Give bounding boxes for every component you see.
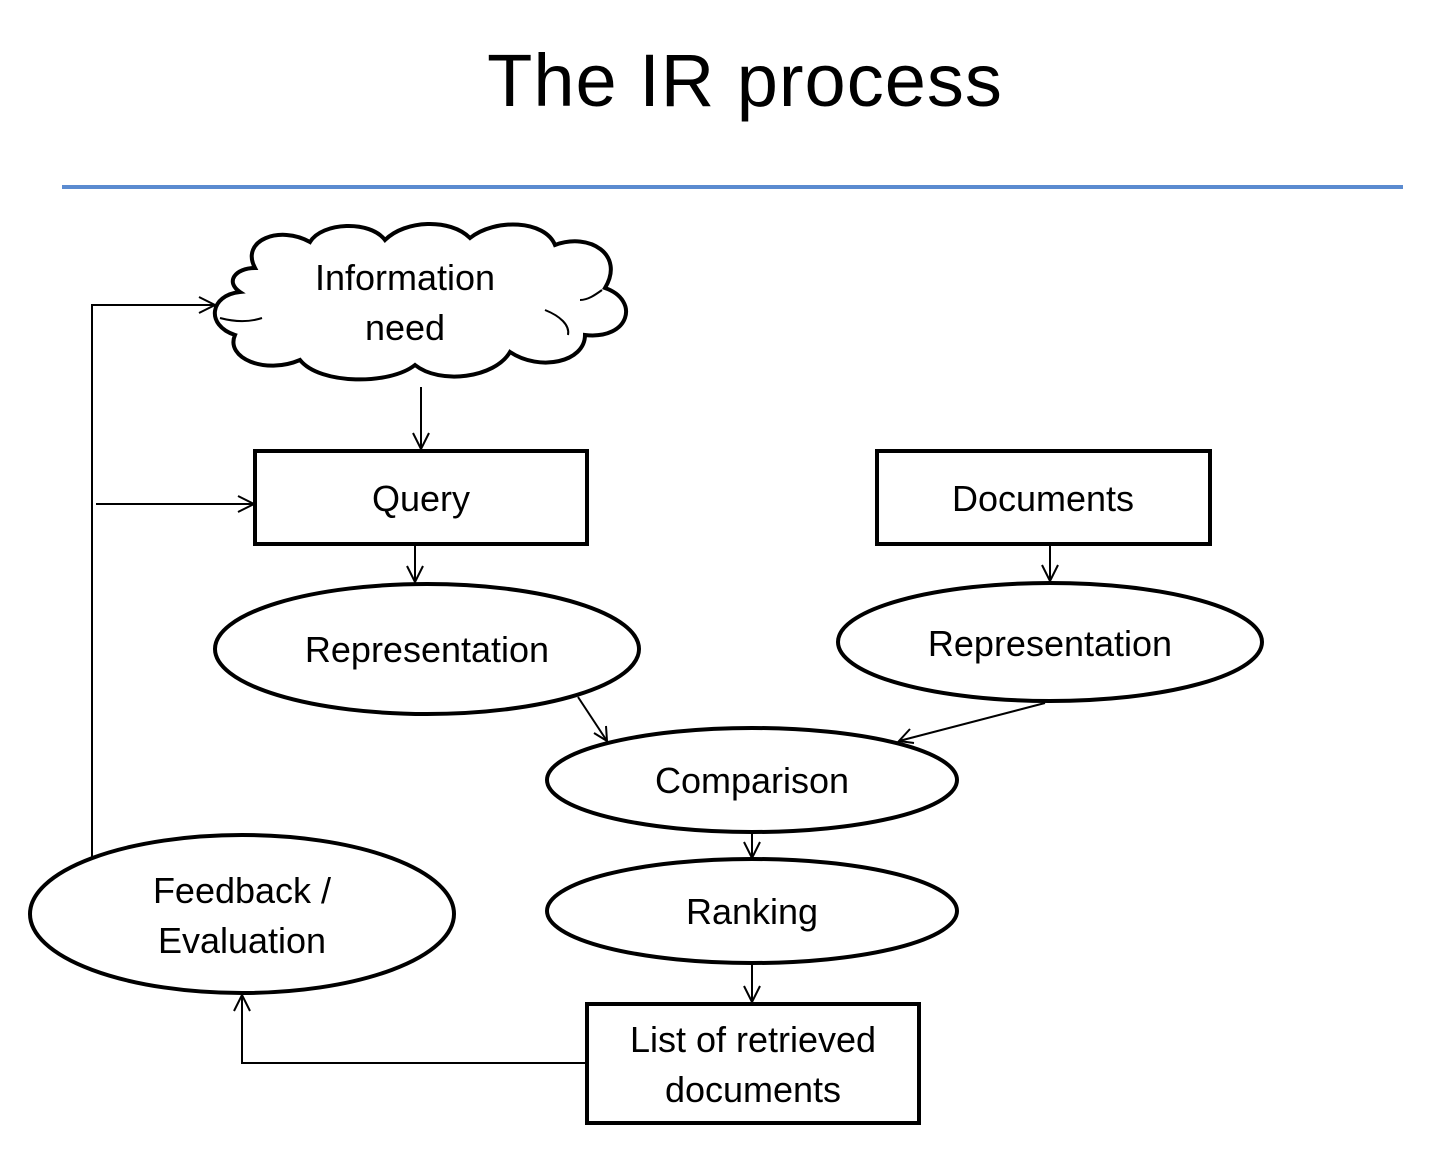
arrow-feedback-to-information-need: [91, 296, 218, 857]
information-need-label: Information: [315, 257, 495, 298]
title-divider: [62, 185, 1403, 189]
arrow-retrieved-list-to-feedback: [233, 992, 587, 1064]
query-representation-ellipse: Representation: [213, 582, 641, 716]
arrow-comparison-to-ranking: [743, 833, 761, 861]
retrieved-documents-box: List of retrieved documents: [585, 1002, 921, 1125]
documents-label: Documents: [952, 478, 1134, 519]
documents-representation-label: Representation: [928, 623, 1172, 664]
query-label: Query: [372, 478, 470, 519]
arrow-query-to-representation: [406, 545, 424, 585]
information-need-cloud: Information need: [213, 221, 629, 382]
feedback-evaluation-label: Evaluation: [158, 920, 326, 961]
retrieved-documents-label: List of retrieved: [630, 1019, 876, 1060]
query-representation-shape: [213, 582, 641, 716]
arrow-need-to-query: [412, 387, 430, 452]
ranking-ellipse: Ranking: [545, 857, 959, 965]
slide-title: The IR process: [487, 39, 1003, 122]
documents-box: Documents: [875, 449, 1212, 546]
cloud-inner-arc: [219, 317, 263, 322]
feedback-evaluation-ellipse: Feedback / Evaluation: [28, 833, 456, 995]
cloud-shape: [213, 221, 629, 382]
information-need-label: need: [365, 307, 445, 348]
cloud-inner-arc: [579, 289, 603, 301]
arrow-ranking-to-retrieved-list: [743, 964, 761, 1005]
feedback-evaluation-shape: [28, 833, 456, 995]
arrow-query-representation-to-comparison: [577, 696, 609, 743]
documents-representation-ellipse: Representation: [836, 581, 1264, 703]
comparison-shape: [545, 726, 959, 834]
ranking-label: Ranking: [686, 891, 818, 932]
arrow-documents-to-representation: [1041, 545, 1059, 584]
retrieved-documents-label: documents: [665, 1069, 841, 1110]
cloud-inner-arc: [544, 309, 570, 336]
feedback-evaluation-label: Feedback /: [153, 870, 331, 911]
comparison-ellipse: Comparison: [545, 726, 959, 834]
query-box: Query: [253, 449, 589, 546]
comparison-label: Comparison: [655, 760, 849, 801]
arrow-documents-representation-to-comparison: [896, 702, 1046, 744]
documents-rect: [875, 449, 1212, 546]
query-representation-label: Representation: [305, 629, 549, 670]
arrow-feedback-to-query: [96, 495, 257, 513]
